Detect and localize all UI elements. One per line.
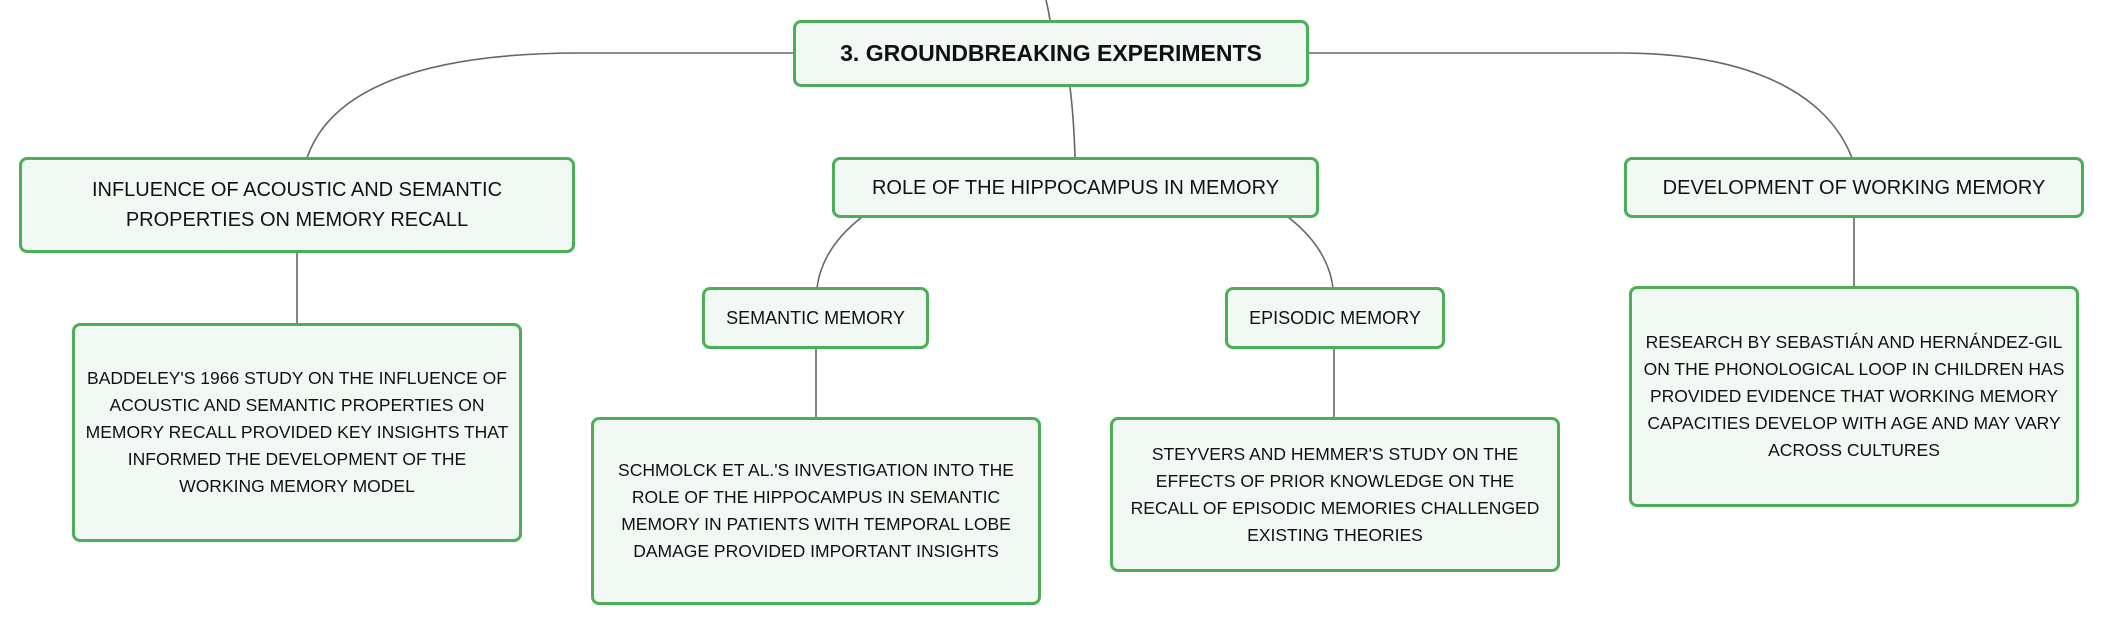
topic-working-memory[interactable]: DEVELOPMENT OF WORKING MEMORY — [1624, 157, 2084, 218]
detail-baddeley-study[interactable]: BADDELEY'S 1966 STUDY ON THE INFLUENCE O… — [72, 323, 522, 542]
edge-root-to-hippocampus — [1069, 86, 1076, 159]
edge-hippocampus-to-episodic — [1287, 216, 1334, 289]
edge-root-to-acoustic — [306, 52, 793, 159]
edge-to-parent — [1045, 0, 1051, 21]
subtopic-episodic-memory[interactable]: EPISODIC MEMORY — [1225, 287, 1445, 349]
topic-hippocampus[interactable]: ROLE OF THE HIPPOCAMPUS IN MEMORY — [832, 157, 1319, 218]
topic-acoustic-semantic[interactable]: INFLUENCE OF ACOUSTIC AND SEMANTIC PROPE… — [19, 157, 575, 253]
root-node[interactable]: 3. GROUNDBREAKING EXPERIMENTS — [793, 20, 1309, 87]
detail-schmolck-study[interactable]: SCHMOLCK ET AL.'S INVESTIGATION INTO THE… — [591, 417, 1041, 605]
subtopic-semantic-memory[interactable]: SEMANTIC MEMORY — [702, 287, 929, 349]
detail-sebastian-hernandez-gil-research[interactable]: RESEARCH BY SEBASTIÁN AND HERNÁNDEZ-GIL … — [1629, 286, 2079, 507]
edge-hippocampus-to-semantic — [816, 216, 863, 289]
edge-root-to-working-memory — [1308, 52, 1853, 159]
detail-steyvers-hemmer-study[interactable]: STEYVERS AND HEMMER'S STUDY ON THE EFFEC… — [1110, 417, 1560, 572]
